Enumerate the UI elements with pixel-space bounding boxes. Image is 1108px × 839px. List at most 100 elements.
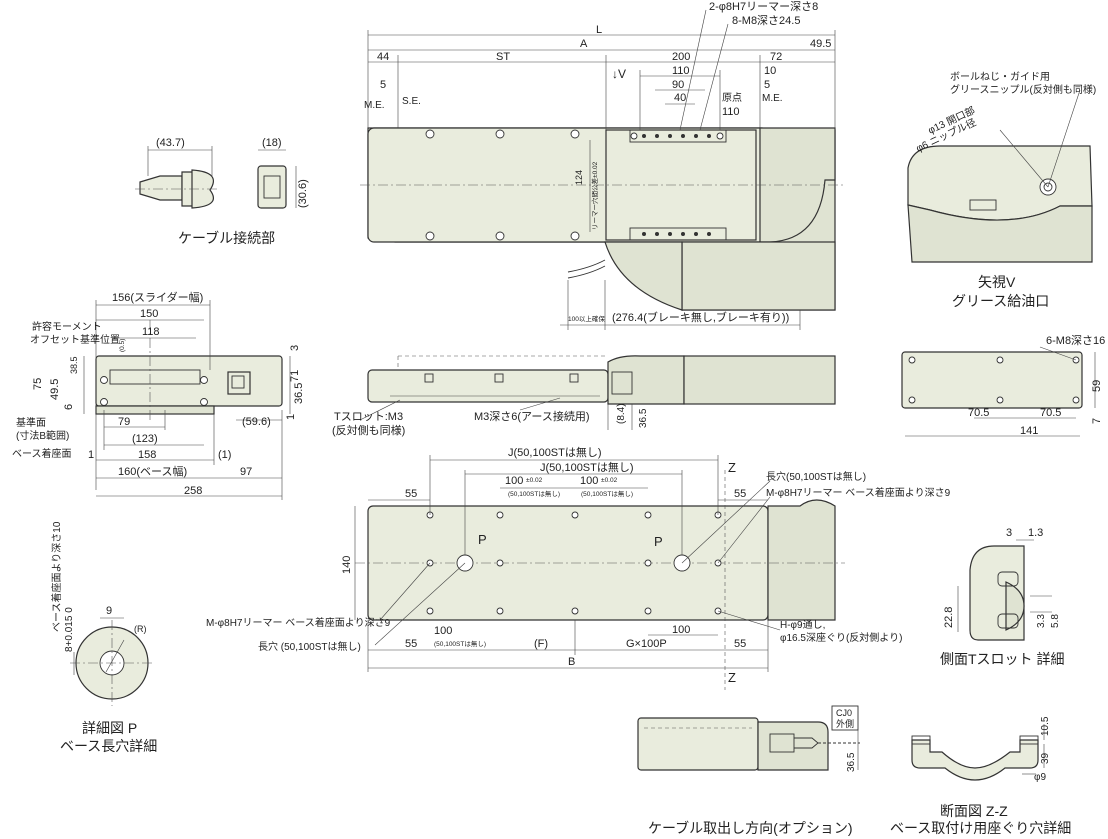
base-seat-surface: ベース着座面 xyxy=(12,447,72,460)
through-hole-note-1: H-φ9通し, xyxy=(780,619,825,631)
dim-J-2: J(50,100STは無し) xyxy=(540,460,634,474)
min-100-note: 100以上確保 xyxy=(568,314,605,323)
cable-detail: (43.7) (18) (30.6) ケーブル接続部 xyxy=(135,137,309,246)
dim-30-6: (30.6) xyxy=(297,179,309,208)
dim-200: 200 xyxy=(672,51,690,63)
dim-36-5: 36.5 xyxy=(293,383,305,404)
dim-0-5: (0.5) xyxy=(119,339,126,352)
dim-5-right: 5 xyxy=(764,79,770,91)
dim-55-br: 55 xyxy=(734,638,746,650)
detail-p-depth: ベース着座面より深さ10 xyxy=(50,521,63,632)
slot-note-bottom: 長穴 (50,100STは無し) xyxy=(258,640,361,653)
dim-J-1: J(50,100STは無し) xyxy=(508,445,602,459)
dim-276-4: (276.4(ブレーキ無し,ブレーキ有り)) xyxy=(612,310,789,324)
dim-158: 158 xyxy=(138,449,156,461)
dim-A: A xyxy=(580,38,588,50)
outside-label: 外側 xyxy=(836,718,854,729)
me-right: M.E. xyxy=(762,93,783,104)
dim-141: 141 xyxy=(1020,425,1038,437)
note-b: (50,100STは無し) xyxy=(581,489,633,498)
arrow-v-label: ↓V xyxy=(612,67,626,81)
tslot-5-8: 5.8 xyxy=(1050,614,1061,628)
tslot-opposite: (反対側も同様) xyxy=(332,423,405,437)
dim-258: 258 xyxy=(184,485,202,497)
slider-view: 6-M8深さ16 59 7 70.5 70.5 141 xyxy=(901,334,1105,437)
detail-p-r: (R) xyxy=(134,624,147,634)
section-caption: 断面図 Z-Z xyxy=(940,803,1008,819)
section-10-5: 10.5 xyxy=(1040,716,1051,736)
dim-3: 3 xyxy=(289,345,301,351)
dim-1-right: 1 xyxy=(285,414,297,420)
dim-160: 160(ベース幅) xyxy=(118,465,187,478)
dim-59: 59 xyxy=(1091,380,1103,392)
detail-p-caption: 詳細図 P xyxy=(82,720,137,736)
tslot-caption: 側面Tスロット 詳細 xyxy=(940,651,1064,667)
dim-118: 118 xyxy=(142,326,160,338)
note-c: (50,100STは無し) xyxy=(434,639,486,648)
dim-F: (F) xyxy=(534,638,548,650)
moment-offset-label-1: 許容モーメント xyxy=(32,320,102,333)
reamer-tolerance-note: リーマー穴間公差±0.02 xyxy=(590,161,599,230)
detail-p: ベース着座面より深さ10 8+0.015 0 9 (R) 詳細図 P ベース長穴… xyxy=(50,521,157,754)
origin-label: 原点 xyxy=(722,92,742,104)
dim-55-bl: 55 xyxy=(405,638,417,650)
slot-note-top: 長穴(50,100STは無し) xyxy=(766,470,866,483)
dim-G: G×100P xyxy=(626,638,667,650)
dim-110-b: 110 xyxy=(722,106,740,118)
dim-97: 97 xyxy=(240,466,252,478)
grease-nipple-label-2: グリースニップル(反対側も同様) xyxy=(950,83,1096,96)
grease-port-caption: グリース給油口 xyxy=(952,293,1049,309)
dim-6: 6 xyxy=(63,404,75,410)
tslot-detail: 3 1.3 22.8 3.3 5.8 側面Tスロット 詳細 xyxy=(940,527,1064,667)
tslot-3: 3 xyxy=(1006,527,1012,539)
dim-70-5-a: 70.5 xyxy=(968,407,989,419)
dim-49-5-v: 49.5 xyxy=(49,379,61,400)
through-hole-note-2: φ16.5深座ぐり(反対側より) xyxy=(780,631,902,644)
detail-p-tolerance: 8+0.015 0 xyxy=(64,607,75,652)
dim-8-m8: 8-M8深さ24.5 xyxy=(732,14,800,27)
cable-option-36-5: 36.5 xyxy=(846,752,857,772)
dim-156: 156(スライダー幅) xyxy=(112,290,203,304)
dim-2-phi8-reamer: 2-φ8H7リーマー深さ8 xyxy=(709,0,818,13)
dim-79: 79 xyxy=(118,416,130,428)
reamer-note-top: M-φ8H7リーマー ベース着座面より深さ9 xyxy=(766,486,951,499)
side-view: Tスロット:M3 (反対側も同様) M3深さ6(アース接続用) (8.4) 36… xyxy=(332,355,836,437)
dim-44: 44 xyxy=(377,51,389,63)
dim-150: 150 xyxy=(140,308,158,320)
dim-100-b: 100 xyxy=(580,475,598,487)
section-z-top: Z xyxy=(728,460,736,475)
dim-123: (123) xyxy=(132,433,158,445)
dim-55-tl: 55 xyxy=(405,488,417,500)
dim-71: 71 xyxy=(289,370,301,382)
dim-40: 40 xyxy=(674,92,686,104)
dim-59-6: (59.6) xyxy=(242,416,271,428)
dim-110: 110 xyxy=(672,65,690,77)
counterbore-caption: ベース取付け用座ぐり穴詳細 xyxy=(890,820,1071,836)
view-v-caption: 矢視V xyxy=(978,274,1016,290)
cable-caption: ケーブル接続部 xyxy=(178,230,275,246)
dim-100-c: 100 xyxy=(434,625,452,637)
tslot-1-3: 1.3 xyxy=(1028,527,1043,539)
view-v: ボールねじ・ガイド用 グリースニップル(反対側も同様) φ13 開口部 φ6 ニ… xyxy=(907,71,1096,309)
tslot-label: Tスロット:M3 xyxy=(334,411,403,423)
bottom-view: J(50,100STは無し) J(50,100STは無し) 100 ±0.02 … xyxy=(206,445,951,690)
dim-36-5-side: 36.5 xyxy=(638,408,649,428)
cable-option-caption: ケーブル取出し方向(オプション) xyxy=(648,820,852,836)
tslot-22-8: 22.8 xyxy=(943,607,955,628)
reference-surface: 基準面 xyxy=(16,416,46,429)
moment-offset-label-2: オフセット基準位置 xyxy=(30,333,120,346)
dim-70-5-b: 70.5 xyxy=(1040,407,1061,419)
tol-a: ±0.02 xyxy=(526,477,543,484)
reamer-note-bottom: M-φ8H7リーマー ベース着座面より深さ9 xyxy=(206,616,391,629)
dim-72: 72 xyxy=(770,51,782,63)
detail-p-right: P xyxy=(654,534,663,549)
dim-ST: ST xyxy=(496,51,510,63)
dim-18: (18) xyxy=(262,137,282,149)
cable-option: CJ0 外側 36.5 ケーブル取出し方向(オプション) xyxy=(637,705,860,836)
dim-b-range: (寸法B範囲) xyxy=(16,429,69,442)
grease-nipple-label-1: ボールねじ・ガイド用 xyxy=(950,71,1050,83)
section-z-bottom: Z xyxy=(728,670,736,685)
end-view: 156(スライダー幅) 150 118 (0.5) 38.5 75 49.5 6… xyxy=(12,290,305,500)
detail-p-left: P xyxy=(478,532,487,547)
